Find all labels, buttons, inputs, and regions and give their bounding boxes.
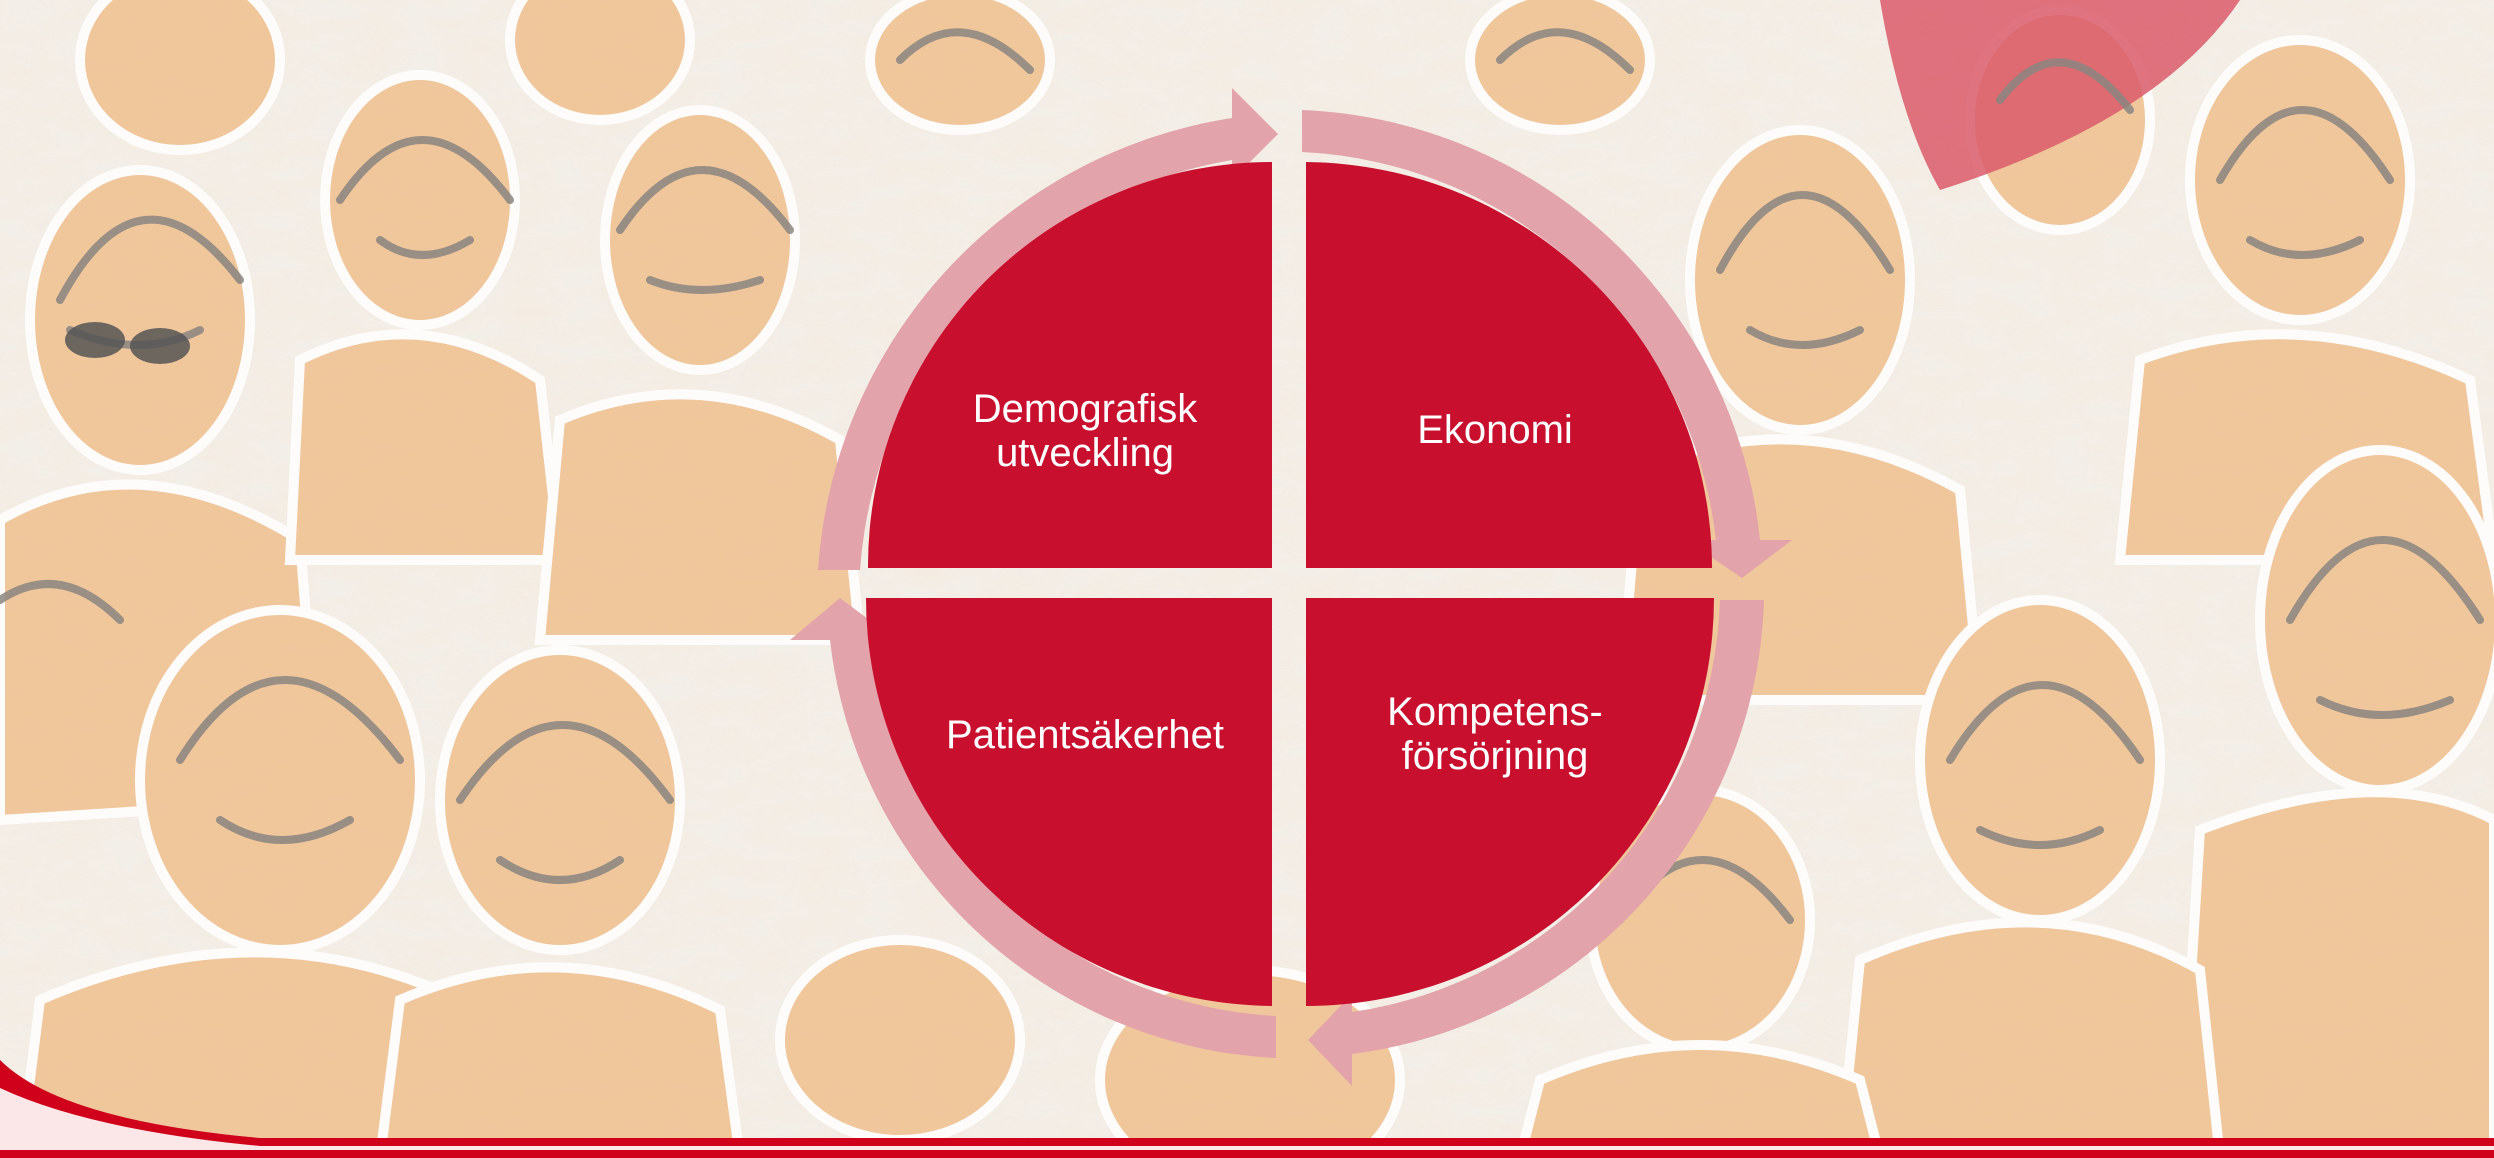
quadrant-label-bottom-left: Patientsäkerhet (946, 713, 1224, 757)
quadrant-top-right (1306, 162, 1712, 568)
arrow-segment-bottom-left (790, 598, 1276, 1058)
quadrant-bottom-right (1306, 598, 1714, 1006)
quadrant-bottom-left (866, 598, 1272, 1006)
arrow-segment-top-left (818, 88, 1278, 570)
arrow-segment-top-right (1302, 110, 1792, 578)
quadrant-top-left (867, 162, 1272, 568)
arrow-segment-bottom-right (1308, 600, 1764, 1086)
quadrant-label-bottom-right: Kompetens- försörjning (1387, 690, 1603, 778)
quadrant-label-top-left: Demografisk utveckling (972, 387, 1198, 475)
quadrant-label-top-right: Ekonomi (1417, 408, 1573, 452)
